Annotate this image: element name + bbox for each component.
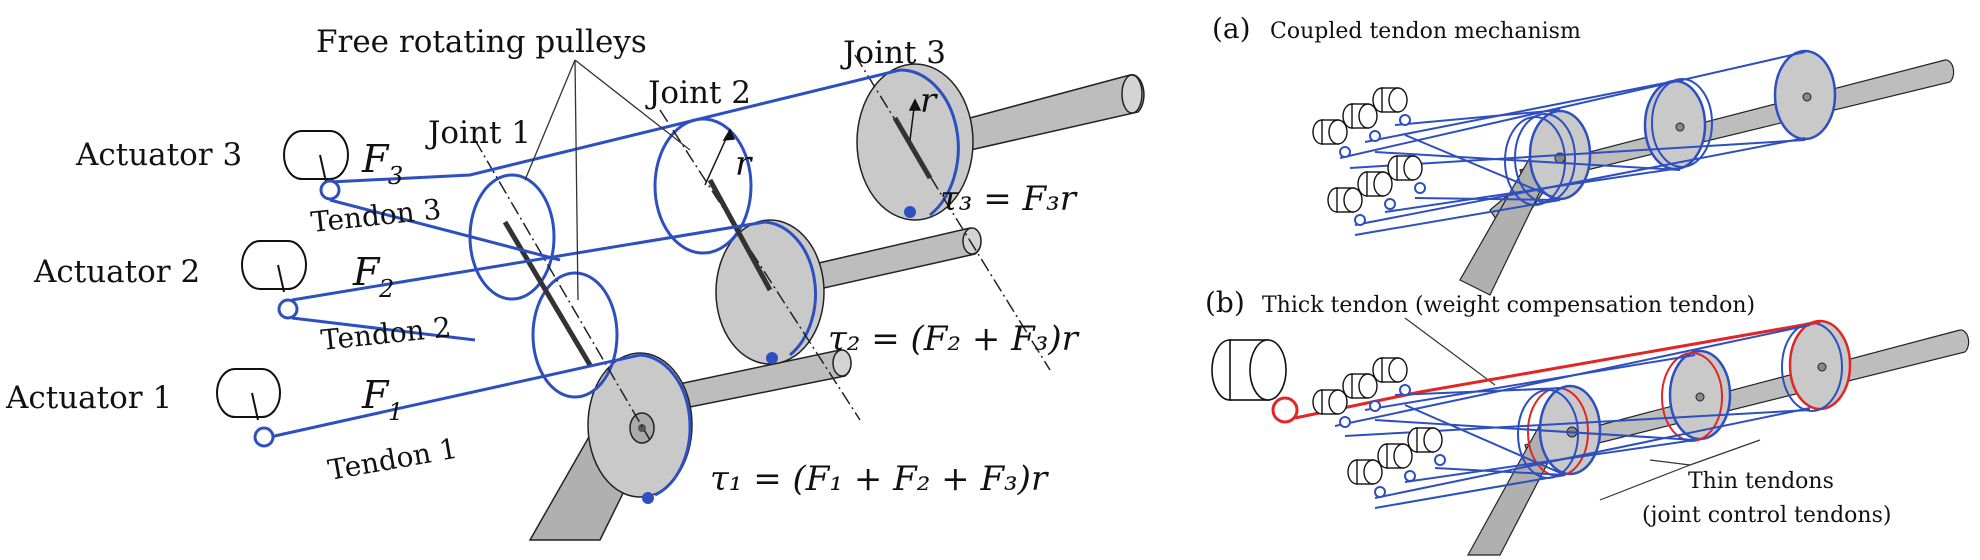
tendon2-upper <box>291 220 766 302</box>
radius-arrows <box>704 98 922 186</box>
panel-b: (b) Thick tendon (weight compensation te… <box>1205 286 1970 556</box>
svg-text:1: 1 <box>388 398 403 426</box>
left-panel: Free rotating pulleys Joint 1 Joint 2 Jo… <box>5 24 1145 541</box>
tendon3-lower-stub <box>329 198 561 262</box>
tendon2-label: Tendon 2 <box>319 310 452 356</box>
actuator1 <box>216 368 281 448</box>
joint3-pulley <box>856 63 974 221</box>
shaft-link-1 <box>659 349 852 413</box>
panel-a-title: Coupled tendon mechanism <box>1270 19 1581 44</box>
force-f1: F 1 <box>361 373 403 426</box>
shaft-link-3 <box>924 73 1145 159</box>
force-f2: F 2 <box>352 250 394 303</box>
svg-text:F: F <box>352 250 381 294</box>
shaft-link-2 <box>809 227 982 291</box>
force-f3: F 3 <box>361 137 403 190</box>
tendons <box>269 68 901 439</box>
thin-tendons-sublabel: (joint control tendons) <box>1642 503 1891 528</box>
big-actuator <box>1211 339 1287 401</box>
svg-text:F: F <box>361 373 390 417</box>
tau1-equation: τ₁ = (F₁ + F₂ + F₃)r <box>710 459 1049 499</box>
panel-b-title: Thick tendon (weight compensation tendon… <box>1262 293 1755 318</box>
radius-label-j3: r <box>920 81 938 121</box>
free-pulley-j1-lower <box>531 271 619 399</box>
thin-tendons-label: Thin tendons <box>1688 469 1834 494</box>
tau3-equation: τ₃ = F₃r <box>940 179 1078 219</box>
joint2-label: Joint 2 <box>645 75 751 111</box>
actuator2-label: Actuator 2 <box>33 254 200 290</box>
axis-rods <box>502 116 933 367</box>
svg-text:2: 2 <box>378 275 394 303</box>
tendon3-upper <box>329 68 901 184</box>
pulley-leader-lines <box>524 59 691 301</box>
panel-b-tag: (b) <box>1205 286 1245 319</box>
tendon1-label: Tendon 1 <box>325 432 459 487</box>
joint2-pulley <box>715 219 825 365</box>
panel-a: (a) Coupled tendon mechanism <box>1212 12 1955 296</box>
joint1-label: Joint 1 <box>425 115 531 151</box>
tau2-equation: τ₂ = (F₂ + F₃)r <box>828 319 1080 359</box>
radius-label-j2: r <box>735 144 753 184</box>
actuator3-label: Actuator 3 <box>75 137 242 173</box>
actuator1-label: Actuator 1 <box>5 380 172 416</box>
pulleys-label: Free rotating pulleys <box>316 24 647 60</box>
panel-a-tag: (a) <box>1212 12 1251 45</box>
actuator3 <box>283 130 349 201</box>
svg-text:3: 3 <box>388 162 403 190</box>
tendon1-upper <box>269 353 641 439</box>
joint-axis-lines <box>474 54 1051 441</box>
svg-text:F: F <box>361 137 390 181</box>
actuator2 <box>241 240 307 320</box>
tendon2-lower <box>291 316 476 342</box>
joint1-pulley <box>587 352 693 504</box>
joint3-label: Joint 3 <box>840 35 946 71</box>
